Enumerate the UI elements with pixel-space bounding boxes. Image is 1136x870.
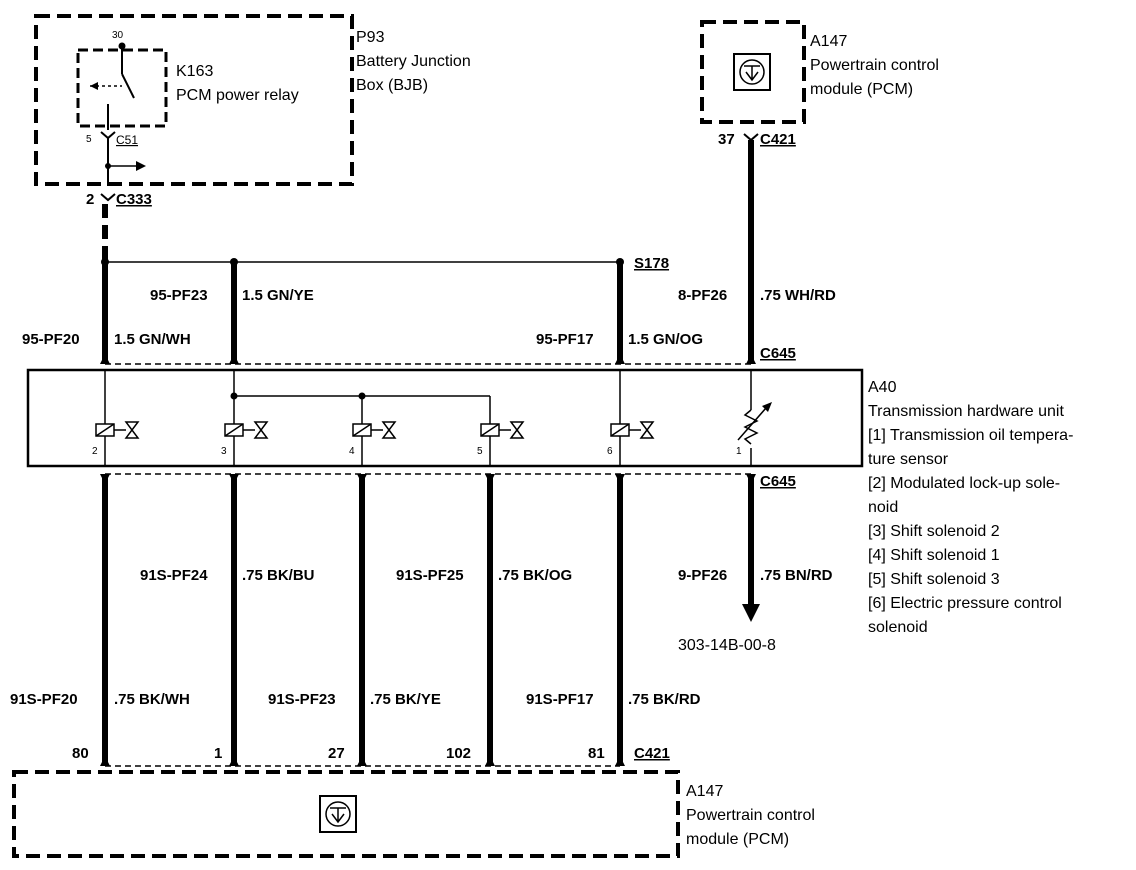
relay-box	[76, 48, 168, 128]
thermistor-icon	[737, 402, 772, 448]
c645-bottom-arrows	[100, 474, 756, 484]
a40-legend-9: solenoid	[868, 619, 928, 636]
pcm-top-id: A147	[810, 33, 847, 50]
relay-switch-icon	[90, 42, 135, 130]
relay-id: K163	[176, 63, 213, 80]
pin-1: 1	[214, 745, 222, 762]
component-num-2: 2	[92, 446, 98, 457]
label-9-pf26: 9-PF26	[678, 567, 727, 584]
solenoid-icon-4	[352, 421, 397, 439]
a40-legend-5: [3] Shift solenoid 2	[868, 523, 1000, 540]
spec-9-pf26: .75 BN/RD	[760, 567, 833, 584]
pin-102: 102	[446, 745, 471, 762]
relay-pin-30: 30	[112, 30, 124, 41]
c333-symbol	[100, 193, 116, 202]
pcm-top-line1: Powertrain control	[810, 57, 939, 74]
a40-name: Transmission hardware unit	[868, 403, 1064, 420]
c645-bottom-connector: C645	[760, 473, 796, 490]
spec-91s-pf23: .75 BK/YE	[370, 691, 441, 708]
label-91s-pf25: 91S-PF25	[396, 567, 464, 584]
a40-box	[26, 368, 864, 468]
spec-91s-pf25: .75 BK/OG	[498, 567, 572, 584]
splice-arrow-icon	[105, 161, 146, 171]
c333-connector: C333	[116, 191, 152, 208]
c51-connector: C51	[116, 133, 138, 147]
pcm-bottom-id: A147	[686, 783, 723, 800]
c51-symbol	[100, 131, 116, 140]
spec-91s-pf20: .75 BK/WH	[114, 691, 190, 708]
c333-pin: 2	[86, 191, 94, 208]
bjb-box	[34, 14, 354, 186]
relay-pin-5: 5	[86, 134, 92, 145]
c421-bottom-arrows	[100, 756, 625, 766]
solenoid-icon-3	[224, 421, 269, 439]
label-95-pf20: 95-PF20	[22, 331, 80, 348]
pin-81: 81	[588, 745, 605, 762]
solenoid-icon-2	[95, 421, 140, 439]
pcm-top-pin: 37	[718, 131, 735, 148]
component-num-5: 5	[477, 446, 483, 457]
spec-91s-pf17: .75 BK/RD	[628, 691, 701, 708]
spec-95-pf23: 1.5 GN/YE	[242, 287, 314, 304]
a40-legend-7: [5] Shift solenoid 3	[868, 571, 1000, 588]
a40-legend-4: noid	[868, 499, 898, 516]
relay-name: PCM power relay	[176, 87, 299, 104]
pin-80: 80	[72, 745, 89, 762]
spec-95-pf17: 1.5 GN/OG	[628, 331, 703, 348]
label-95-pf17: 95-PF17	[536, 331, 594, 348]
component-num-6: 6	[607, 446, 613, 457]
c421-top-connector: C421	[760, 131, 796, 148]
bjb-id: P93	[356, 29, 385, 46]
pcm-top-box	[700, 20, 806, 124]
pcm-bottom-icon	[319, 795, 357, 833]
c645-top-arrows	[100, 354, 756, 364]
a40-legend-8: [6] Electric pressure control	[868, 595, 1062, 612]
a40-internal-wiring	[104, 370, 752, 466]
solenoid-icon-5	[480, 421, 525, 439]
a40-legend-3: [2] Modulated lock-up sole-	[868, 475, 1060, 492]
a40-legend-1: [1] Transmission oil tempera-	[868, 427, 1073, 444]
c421-bottom-connector: C421	[634, 745, 670, 762]
spec-8-pf26: .75 WH/RD	[760, 287, 836, 304]
wire-9-pf26-arrow	[742, 604, 760, 622]
splice-s178: S178	[634, 255, 669, 272]
c645-top-connector: C645	[760, 345, 796, 362]
label-91s-pf24: 91S-PF24	[140, 567, 208, 584]
a40-legend-6: [4] Shift solenoid 1	[868, 547, 1000, 564]
spec-95-pf20: 1.5 GN/WH	[114, 331, 191, 348]
label-91s-pf17: 91S-PF17	[526, 691, 594, 708]
label-95-pf23: 95-PF23	[150, 287, 208, 304]
label-8-pf26: 8-PF26	[678, 287, 727, 304]
pcm-top-icon	[733, 53, 771, 91]
a40-id: A40	[868, 379, 897, 396]
pcm-top-line2: module (PCM)	[810, 81, 913, 98]
pcm-bottom-box	[12, 770, 680, 858]
bjb-name-line2: Box (BJB)	[356, 77, 428, 94]
label-91s-pf20: 91S-PF20	[10, 691, 78, 708]
bjb-name-line1: Battery Junction	[356, 53, 471, 70]
spec-91s-pf24: .75 BK/BU	[242, 567, 315, 584]
pcm-bottom-line1: Powertrain control	[686, 807, 815, 824]
pcm-bottom-line2: module (PCM)	[686, 831, 789, 848]
label-91s-pf23: 91S-PF23	[268, 691, 336, 708]
pin-27: 27	[328, 745, 345, 762]
solenoid-icon-6	[610, 421, 655, 439]
component-num-4: 4	[349, 446, 355, 457]
a40-legend-2: ture sensor	[868, 451, 949, 468]
reference-code: 303-14B-00-8	[678, 637, 776, 654]
c421-top-symbol	[743, 133, 759, 142]
component-num-1: 1	[736, 446, 742, 457]
component-num-3: 3	[221, 446, 227, 457]
